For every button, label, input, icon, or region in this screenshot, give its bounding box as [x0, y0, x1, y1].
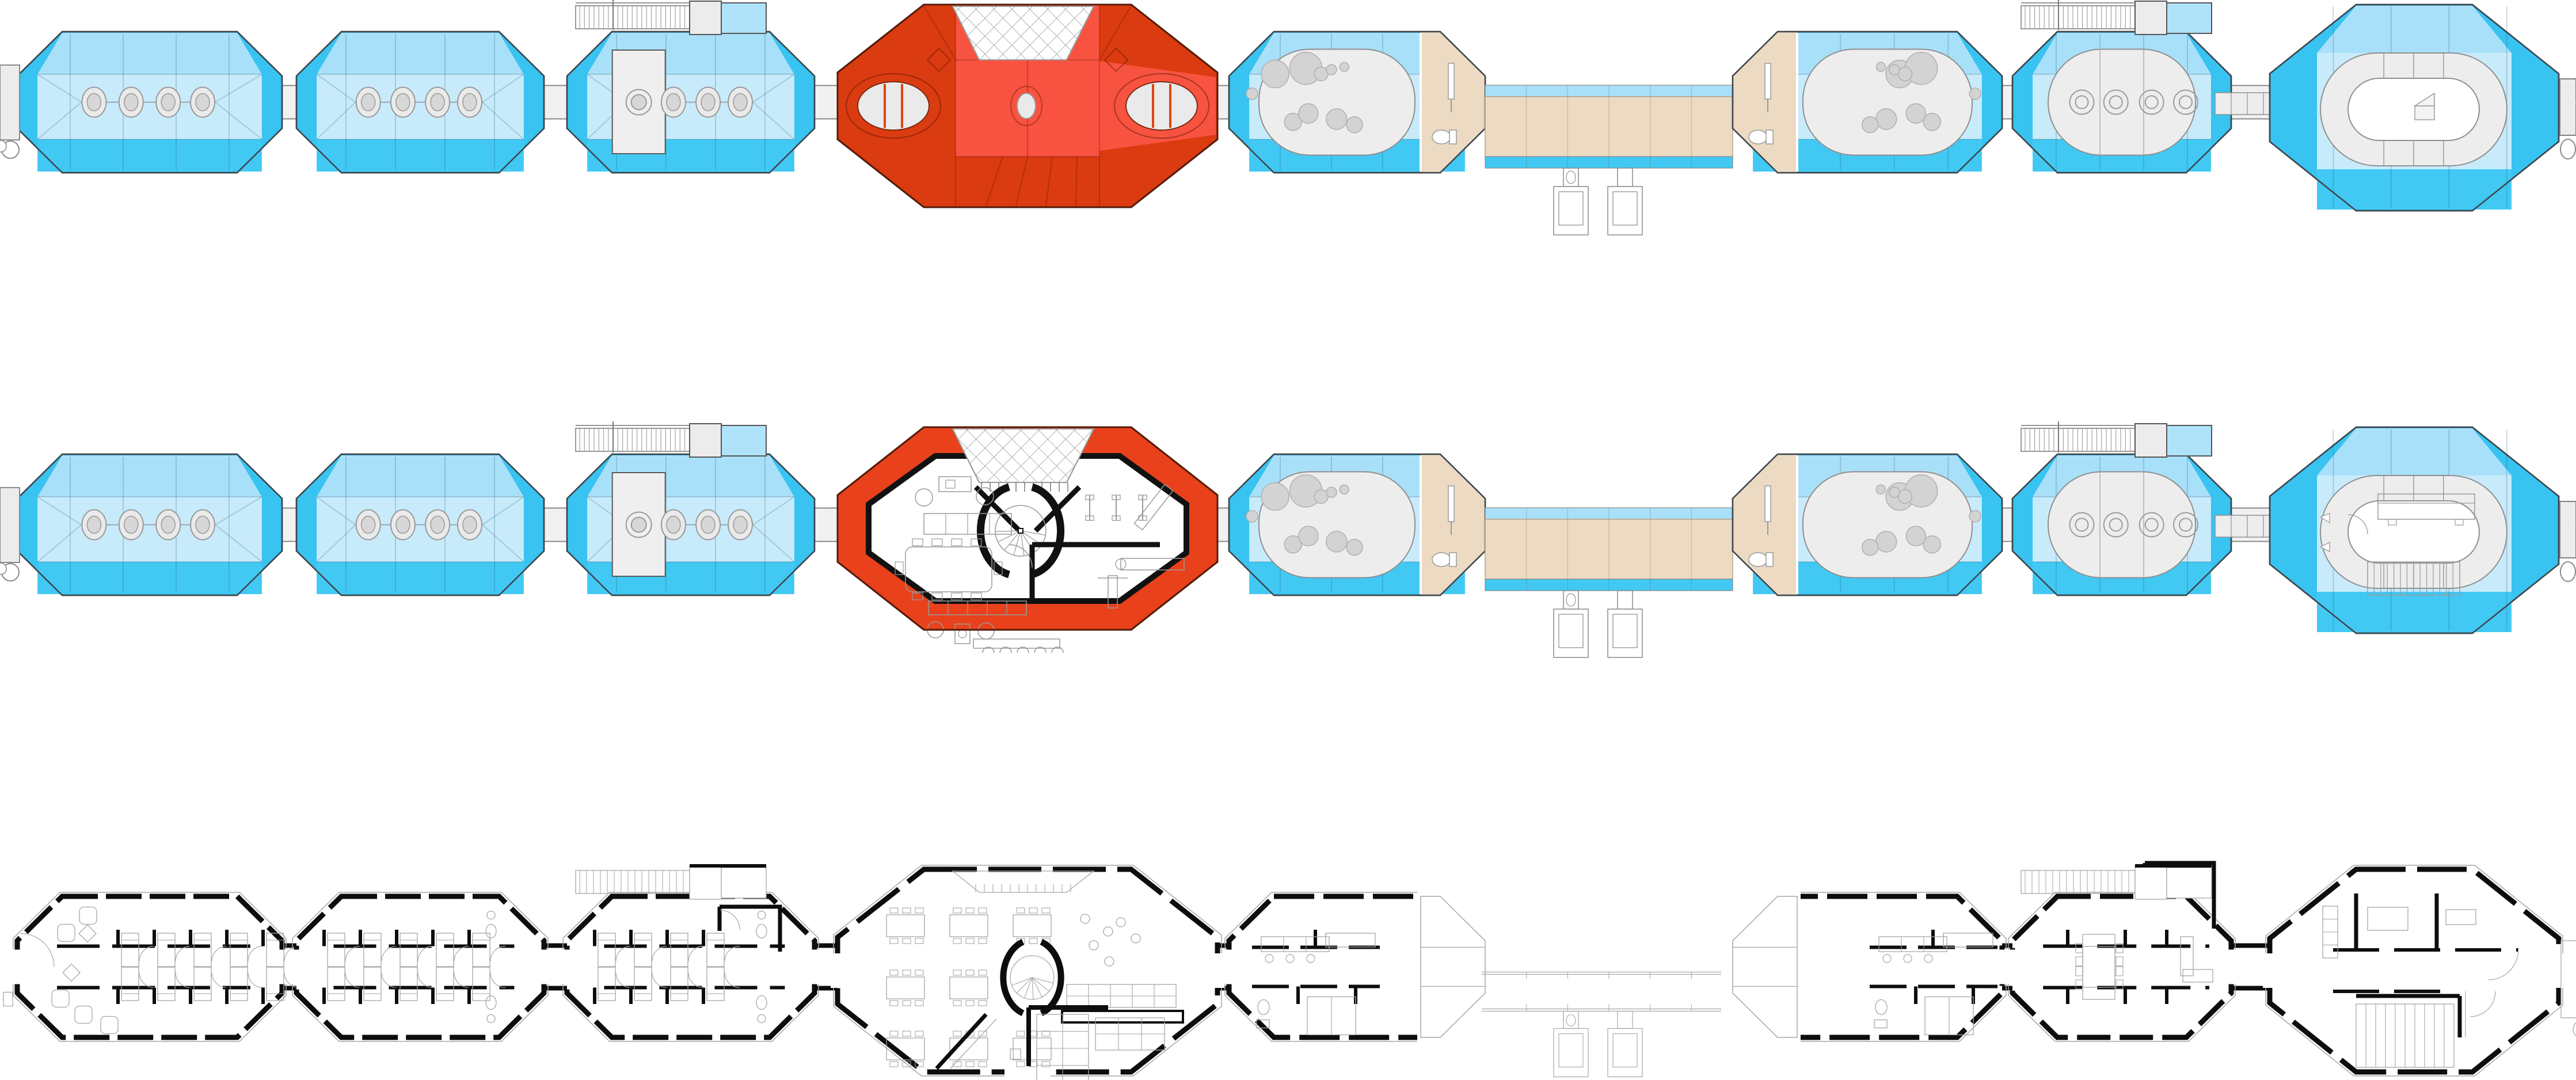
row-roof-plan-walkway — [1485, 85, 1733, 235]
row-roof-plan-pod-2 — [295, 31, 545, 174]
row-roof-plan-pod-8 — [2011, 0, 2232, 174]
row-ground-floor-plan-walkway — [1482, 971, 1736, 1078]
row-ground-floor-plan — [3, 861, 2576, 1080]
row-upper-level-plan-walkway — [1485, 507, 1733, 658]
row-ground-floor-plan-pod-8 — [2006, 861, 2238, 1042]
row-upper-level-plan-hub — [836, 426, 1219, 653]
row-ground-floor-plan-pod-7 — [1721, 889, 2009, 1044]
row-upper-level-plan-pod-1 — [0, 453, 283, 596]
row-upper-level-plan-pod-7 — [1732, 453, 2003, 596]
row-upper-level-plan-pod-3 — [566, 421, 816, 596]
row-upper-level-plan-pod-5 — [1228, 453, 1486, 596]
row-ground-floor-plan-pod-5 — [1222, 889, 1497, 1044]
row-upper-level-plan-pod-8 — [2011, 421, 2232, 596]
row-upper-level-plan-pod-2 — [295, 453, 545, 596]
row-ground-floor-plan-pod-1 — [3, 892, 300, 1042]
row-roof-plan-pod-1 — [0, 31, 283, 174]
row-upper-level-plan-pod-9 — [2214, 426, 2576, 634]
row-roof-plan-pod-7 — [1732, 31, 2003, 174]
row-ground-floor-plan-pod-2 — [290, 892, 551, 1042]
row-roof-plan-pod-9 — [2214, 3, 2576, 212]
row-roof-plan-hub — [836, 3, 1219, 208]
row-roof-plan-pod-3 — [566, 0, 816, 174]
row-upper-level-plan — [0, 421, 2576, 658]
row-roof-plan-pod-5 — [1228, 31, 1486, 174]
row-ground-floor-plan-pod-3 — [560, 864, 821, 1042]
row-ground-floor-plan-pod-9 — [2263, 865, 2576, 1077]
row-roof-plan — [0, 0, 2576, 235]
row-ground-floor-plan-hub — [831, 865, 1224, 1080]
